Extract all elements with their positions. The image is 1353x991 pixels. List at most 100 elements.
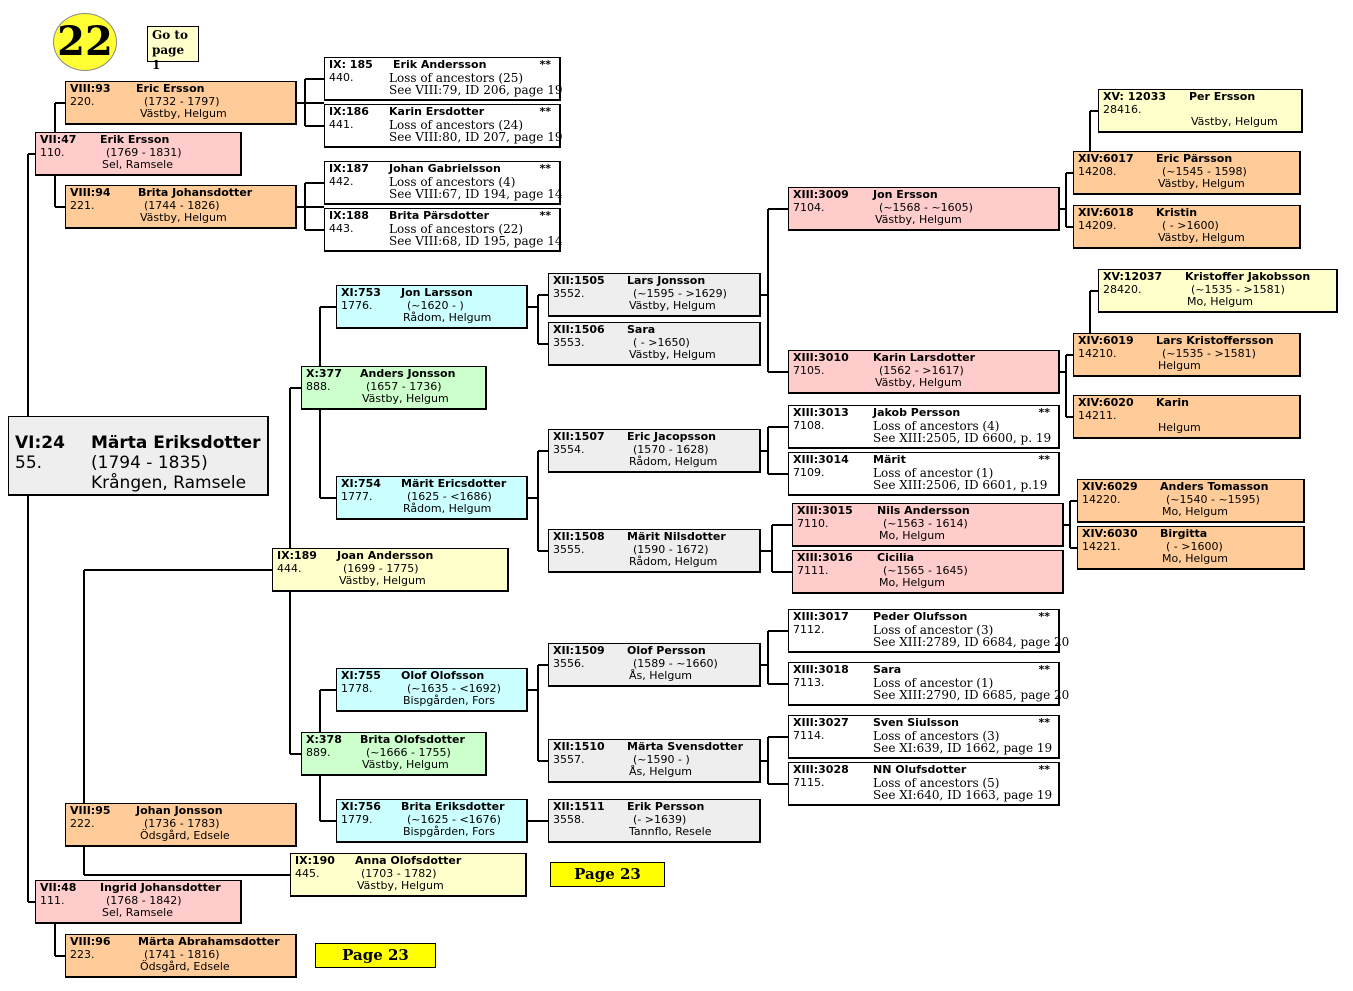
person-dates: (~1625 - <1676)	[407, 812, 501, 826]
page-23-link-upper[interactable]: Page 23	[550, 862, 665, 887]
person-dates: ( - >1600)	[1162, 218, 1219, 232]
cross-reference-note: See XIII:2506, ID 6601, p.19	[873, 478, 1048, 492]
person-place: Västby, Helgum	[140, 211, 227, 224]
person-name: Erik Persson	[627, 800, 705, 813]
person-name: Märta Abrahamsdotter	[138, 935, 280, 948]
root-number: 55.	[15, 453, 43, 473]
duplicate-marker: **	[1038, 716, 1050, 729]
root-place: Krången, Ramsele	[91, 473, 247, 493]
duplicate-marker: **	[539, 58, 551, 71]
person-number: 7114.	[793, 728, 825, 742]
person-dates: (1741 - 1816)	[144, 947, 220, 961]
duplicate-marker: **	[1038, 610, 1050, 623]
person-dates: ( - >1600)	[1166, 539, 1223, 553]
person-generation: XII:1506	[553, 323, 605, 336]
person-place: Bispgården, Fors	[403, 694, 496, 707]
cross-reference-note: See VIII:79, ID 206, page 19	[389, 83, 563, 97]
person-generation: XIV:6030	[1082, 527, 1138, 540]
person-name: Sven Siulsson	[873, 716, 959, 729]
person-dates: (~1635 - <1692)	[407, 681, 501, 695]
root-name: Märta Eriksdotter	[91, 433, 261, 453]
person-name: Kristoffer Jakobsson	[1185, 270, 1311, 283]
duplicate-marker: **	[539, 209, 551, 222]
person-name: Lars Kristoffersson	[1156, 334, 1274, 347]
person-place: Mo, Helgum	[879, 529, 945, 542]
person-place: Rådom, Helgum	[403, 311, 492, 324]
person-number: 111.	[40, 893, 65, 907]
person-name: Olof Persson	[627, 644, 706, 657]
person-name: Erik Andersson	[393, 58, 487, 71]
person-generation: XIV:6019	[1078, 334, 1134, 347]
person-place: Mo, Helgum	[879, 576, 945, 589]
person-generation: VIII:95	[70, 804, 111, 817]
loss-of-ancestors-note: Loss of ancestors (4)	[389, 174, 516, 189]
person-name: Joan Andersson	[337, 549, 434, 562]
person-generation: IX:186	[329, 105, 369, 118]
person-generation: XIII:3014	[793, 453, 849, 466]
person-number: 445.	[295, 866, 320, 880]
person-generation: VIII:94	[70, 186, 111, 199]
person-number: 1779.	[341, 812, 373, 826]
person-number: 1776.	[341, 298, 373, 312]
person-generation: IX:189	[277, 549, 317, 562]
page-number-badge: 22	[53, 13, 117, 71]
person-name: Jon Ersson	[873, 188, 938, 201]
page-23-link-lower[interactable]: Page 23	[315, 943, 436, 968]
person-place: Helgum	[1158, 421, 1201, 434]
person-place: Västby, Helgum	[1158, 231, 1245, 244]
person-place: Ås, Helgum	[629, 765, 693, 778]
person-dates: (~1535 - >1581)	[1162, 346, 1256, 360]
duplicate-marker: **	[1038, 406, 1050, 419]
person-number: 222.	[70, 816, 95, 830]
person-generation: IX:187	[329, 162, 369, 175]
person-dates: (1736 - 1783)	[144, 816, 220, 830]
person-generation: XII:1505	[553, 274, 605, 287]
person-generation: XIII:3027	[793, 716, 849, 729]
